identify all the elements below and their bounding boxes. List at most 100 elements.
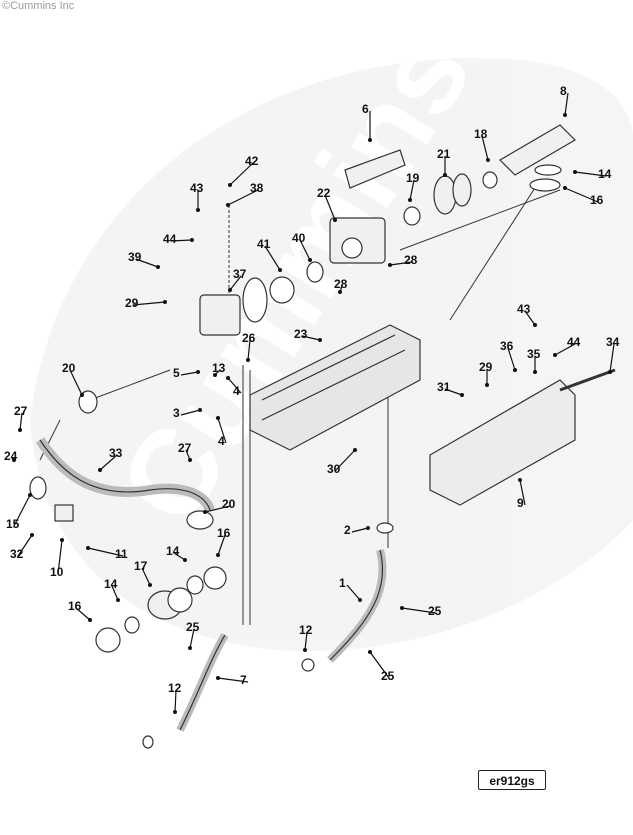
leader-line	[409, 179, 415, 201]
arrow-head	[246, 358, 250, 362]
arrow-head	[573, 170, 577, 174]
tube-8	[499, 124, 576, 176]
arrow-head	[368, 138, 372, 142]
arrow-head	[30, 533, 34, 537]
arrow-head	[400, 606, 404, 610]
leader-line	[524, 310, 536, 326]
callout-16: 16	[68, 599, 82, 613]
gasket-14b	[124, 616, 140, 634]
leader-line	[204, 505, 231, 513]
arrow-head	[88, 618, 92, 622]
callout-28: 28	[404, 253, 418, 267]
clamp-20	[78, 390, 98, 414]
leader-line	[69, 369, 83, 396]
arrow-head	[358, 598, 362, 602]
leader-line	[574, 171, 607, 177]
callout-4: 4	[233, 384, 240, 398]
components	[29, 124, 616, 749]
arrow-head	[18, 428, 22, 432]
callout-27: 27	[14, 404, 28, 418]
callout-18: 18	[474, 127, 488, 141]
bracket-10	[54, 504, 74, 522]
arrow-head	[203, 510, 207, 514]
leader-line	[17, 534, 33, 557]
leader-line	[346, 584, 361, 601]
callout-8: 8	[560, 84, 567, 98]
callout-9: 9	[517, 496, 524, 510]
arrow-head	[226, 376, 230, 380]
callout-13: 13	[212, 361, 226, 375]
seal-12b	[142, 735, 154, 749]
callout-26: 26	[242, 331, 256, 345]
arrow-head	[228, 183, 232, 187]
arrow-head	[513, 368, 517, 372]
leader-line	[324, 194, 336, 221]
callout-23: 23	[294, 327, 308, 341]
callout-22: 22	[317, 186, 331, 200]
arrow-head	[12, 458, 16, 462]
seal-2	[376, 522, 394, 534]
leader-line	[111, 585, 119, 601]
arrow-head	[226, 203, 230, 207]
arrow-head	[196, 370, 200, 374]
arrow-head	[116, 598, 120, 602]
leader-line	[87, 547, 124, 557]
arrow-head	[443, 173, 447, 177]
callout-5: 5	[173, 366, 180, 380]
arrow-head	[190, 238, 194, 242]
callout-43: 43	[517, 302, 531, 316]
arrow-head	[408, 198, 412, 202]
actuator	[199, 294, 241, 336]
callout-28: 28	[334, 277, 348, 291]
leader-line	[519, 479, 526, 506]
callout-10: 10	[50, 565, 64, 579]
leader-line	[554, 343, 576, 356]
leader-line	[217, 677, 249, 683]
leader-line	[334, 449, 356, 472]
callout-12: 12	[168, 681, 182, 695]
gasket-14c	[534, 164, 562, 176]
flange-6	[344, 149, 406, 189]
leader-line	[135, 258, 159, 268]
arrow-head	[485, 383, 489, 387]
leader-line	[217, 417, 227, 444]
arrow-head	[338, 290, 342, 294]
leader-line	[564, 187, 599, 203]
leader-line	[389, 261, 413, 266]
arrow-head	[486, 158, 490, 162]
arrow-head	[608, 370, 612, 374]
arrow-head	[563, 113, 567, 117]
callout-39: 39	[128, 250, 142, 264]
leader-line	[609, 343, 615, 373]
callout-16: 16	[590, 193, 604, 207]
callout-29: 29	[125, 296, 139, 310]
callout-7: 7	[240, 673, 247, 687]
arrow-head	[303, 648, 307, 652]
leader-line	[19, 412, 23, 431]
arrow-head	[533, 370, 537, 374]
arrow-head	[518, 478, 522, 482]
leader-line	[57, 539, 63, 575]
leader-line	[132, 301, 166, 306]
leader-line	[174, 689, 177, 713]
callout-33: 33	[109, 446, 123, 460]
leader-line	[180, 409, 201, 416]
callout-12: 12	[299, 623, 313, 637]
callout-4: 4	[218, 434, 225, 448]
arrow-head	[553, 353, 557, 357]
arrow-head	[278, 268, 282, 272]
arrow-head	[216, 416, 220, 420]
arrow-head	[80, 393, 84, 397]
leader-line	[180, 371, 199, 376]
leader-line	[141, 567, 151, 586]
gasket-16	[529, 178, 561, 192]
leader-line	[481, 135, 489, 161]
leader-line	[304, 631, 308, 651]
leader-line	[401, 607, 437, 614]
callout-40: 40	[292, 231, 306, 245]
leader-line	[444, 388, 463, 396]
arrow-head	[216, 553, 220, 557]
callout-44: 44	[567, 335, 581, 349]
arrow-head	[98, 468, 102, 472]
